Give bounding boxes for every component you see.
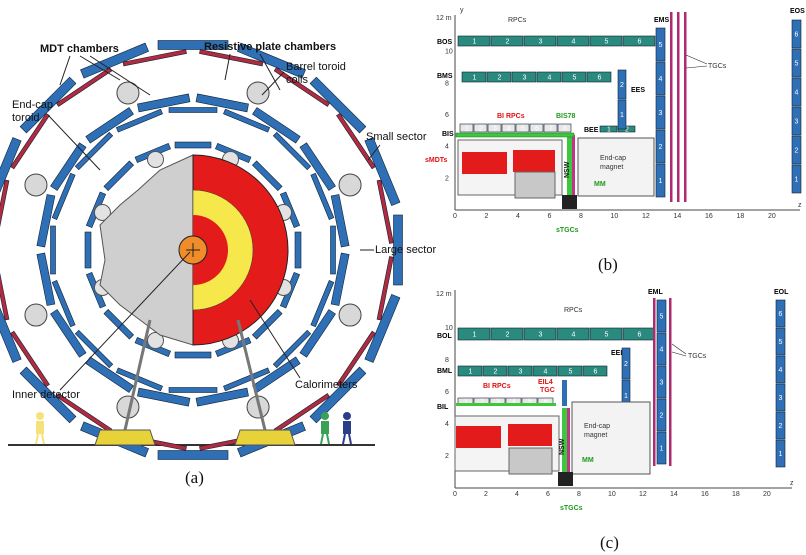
inner-mdt-chamber [84, 231, 92, 269]
middle-mdt-chamber [252, 107, 301, 144]
leader-calo [249, 299, 301, 379]
outer-mdt-chamber [80, 42, 149, 79]
middle-mdt-chamber [168, 107, 218, 113]
label-inner-detector: Inner detector [12, 389, 80, 401]
middle-mdt-chamber [299, 142, 336, 191]
middle-mdt-chamber [223, 367, 271, 392]
outer-mdt-chamber [19, 366, 77, 424]
middle-mdt-chamber [36, 194, 56, 248]
middle-mdt-chamber [195, 387, 249, 407]
inner-mdt-chamber [174, 141, 212, 149]
outer-rpc-strip [273, 67, 331, 107]
outer-rpc-strip [0, 256, 10, 321]
outer-rpc-strip [122, 49, 187, 67]
person-figure-yellow [35, 412, 45, 445]
outer-mdt-chamber [364, 294, 401, 363]
middle-mdt-chamber [299, 309, 336, 358]
middle-mdt-chamber [330, 225, 336, 275]
middle-mdt-chamber [310, 172, 335, 220]
middle-mdt-chamber [272, 329, 312, 369]
outer-rpc-strip [376, 256, 394, 321]
inner-mdt-chamber [251, 160, 283, 192]
middle-mdt-chamber [51, 172, 76, 220]
middle-mdt-chamber [115, 367, 163, 392]
middle-mdt-chamber [115, 108, 163, 133]
calorimeter [192, 154, 289, 346]
support-feet [94, 319, 296, 446]
outer-mdt-chamber [19, 76, 77, 134]
person-figure-navy [342, 412, 352, 445]
middle-mdt-chamber [137, 387, 191, 407]
outer-mdt-chamber [0, 294, 22, 363]
person-figure-green [320, 412, 330, 445]
inner-mdt-chamber [103, 160, 135, 192]
middle-mdt-chamber [168, 387, 218, 393]
middle-mdt-chamber [272, 131, 312, 171]
outer-mdt-chamber [364, 137, 401, 206]
middle-mdt-chamber [74, 131, 114, 171]
toroid-coil [338, 173, 362, 197]
outer-mdt-chamber [237, 42, 306, 79]
leader-rpc-1 [224, 53, 231, 81]
outer-mdt-chamber [157, 40, 229, 50]
middle-mdt-chamber [50, 142, 87, 191]
outer-rpc-strip [376, 179, 394, 244]
inner-mdt-chamber [251, 308, 283, 340]
inner-mdt-chamber [174, 351, 212, 359]
arrow-small-sector [367, 144, 381, 161]
toroid-coil [338, 303, 362, 327]
outer-rpc-strip [0, 179, 10, 244]
outer-rpc-strip [336, 330, 376, 388]
outer-mdt-chamber [309, 366, 367, 424]
endcap-toroid-shape [99, 154, 194, 346]
outer-mdt-chamber [393, 214, 403, 286]
middle-mdt-chamber [74, 329, 114, 369]
middle-mdt-chamber [310, 280, 335, 328]
label-calorimeters: Calorimeters [295, 379, 358, 391]
toroid-coil [24, 173, 48, 197]
outer-rpc-strip [199, 49, 264, 67]
leader-rpc-2 [259, 53, 281, 91]
toroid-coil [24, 303, 48, 327]
middle-mdt-chamber [85, 107, 134, 144]
middle-mdt-chamber [36, 252, 56, 306]
leader-mdt-1 [59, 55, 71, 86]
label-rpc: Resistive plate chambers [204, 41, 336, 53]
inner-mdt-chamber [294, 231, 302, 269]
middle-mdt-chamber [137, 93, 191, 113]
label-mdt-chambers: MDT chambers [40, 43, 119, 55]
toroid-coil-inner [93, 203, 111, 221]
label-large-sector: Large sector [375, 244, 436, 256]
middle-mdt-chamber [51, 280, 76, 328]
inner-mdt-chamber [103, 308, 135, 340]
middle-mdt-ring [36, 93, 350, 407]
outer-mdt-chamber [0, 137, 22, 206]
outer-mdt-chamber [157, 450, 229, 460]
middle-mdt-chamber [330, 252, 350, 306]
middle-mdt-chamber [50, 309, 87, 358]
leader-toroid [261, 71, 285, 96]
middle-mdt-chamber [195, 93, 249, 113]
outer-rpc-strip [336, 112, 376, 170]
leader-mdt-2 [79, 55, 121, 81]
leader-mdt-3 [89, 55, 151, 96]
middle-mdt-chamber [223, 108, 271, 133]
outer-rpc-strip [10, 330, 50, 388]
toroid-coil-inner [146, 150, 164, 168]
middle-mdt-chamber [50, 225, 56, 275]
toroid-coils [24, 81, 362, 419]
toroid-coil-inner [146, 332, 164, 350]
leader-endcap [47, 114, 101, 171]
outer-rpc-strip [10, 112, 50, 170]
label-small-sector: Small sector [366, 131, 427, 143]
toroid-coil [116, 81, 140, 105]
caption-a: (a) [185, 468, 204, 487]
outer-mdt-chamber [309, 76, 367, 134]
middle-mdt-chamber [330, 194, 350, 248]
toroid-coil [246, 81, 270, 105]
leader-inner [59, 251, 191, 391]
